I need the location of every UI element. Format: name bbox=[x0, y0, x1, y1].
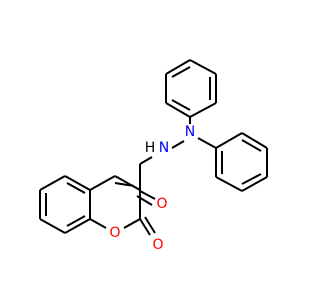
amide-c-o-double-bond bbox=[139, 190, 156, 200]
lactone-c-o-double-bond-2 bbox=[144, 216, 156, 234]
bond bbox=[39, 175, 66, 191]
n1-carbonyl-bond bbox=[139, 156, 153, 165]
aromatic-bond bbox=[171, 66, 191, 78]
coumarin-core bbox=[39, 175, 156, 236]
bond bbox=[165, 59, 191, 75]
atom-labels: H N N O O O bbox=[109, 124, 195, 253]
bond bbox=[64, 218, 91, 234]
bond bbox=[39, 218, 66, 234]
lactone-oxygen-label: O bbox=[152, 237, 163, 253]
ring-oxygen-label: O bbox=[109, 225, 120, 241]
hydrazide-bonds bbox=[139, 117, 217, 165]
aromatic-bond bbox=[171, 99, 191, 111]
bond bbox=[189, 59, 217, 75]
bond bbox=[89, 175, 116, 191]
molecule-canvas: H N N O O O bbox=[39, 59, 268, 253]
diphenyl-nitrogen-label: N bbox=[185, 124, 195, 140]
aromatic-bond bbox=[66, 215, 86, 227]
bond bbox=[189, 102, 217, 118]
aromatic-bond bbox=[114, 182, 135, 187]
amide-oxygen-label: O bbox=[156, 196, 167, 212]
structure-diagram: H N N O O O bbox=[39, 59, 268, 253]
right-phenyl-ring bbox=[215, 132, 268, 192]
bond bbox=[215, 176, 243, 192]
lactone-c-o-double-bond bbox=[139, 218, 151, 236]
bond bbox=[89, 218, 107, 229]
bond bbox=[241, 176, 268, 192]
bond bbox=[123, 218, 141, 229]
nh-nitrogen-label: N bbox=[159, 140, 169, 156]
bond bbox=[241, 132, 268, 149]
top-phenyl-ring bbox=[165, 59, 217, 118]
bond bbox=[165, 102, 191, 118]
bond bbox=[114, 175, 141, 191]
aromatic-bond bbox=[66, 182, 86, 194]
n2-right-phenyl-bond bbox=[197, 137, 217, 149]
aromatic-bond bbox=[241, 139, 262, 152]
bond bbox=[64, 175, 91, 191]
bond bbox=[215, 132, 243, 149]
aromatic-bond bbox=[241, 173, 262, 185]
n1-n2-bond bbox=[171, 140, 185, 149]
nh-hydrogen-label: H bbox=[145, 140, 156, 156]
